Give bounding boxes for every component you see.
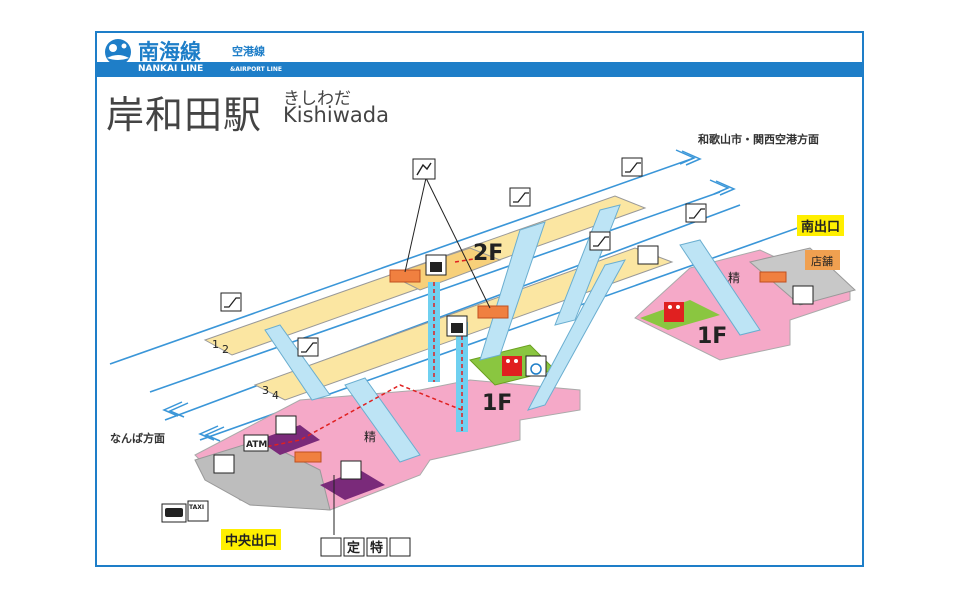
brand-airport-english: &AIRPORT LINE: [230, 66, 282, 73]
transfer-route: [249, 257, 481, 451]
fare-adjust-label: 精: [364, 430, 376, 444]
elevator-icon: [425, 254, 468, 337]
direction-down-label: なんば方面: [110, 432, 165, 445]
brand-subtitle: 空港線: [232, 45, 265, 58]
platform-number-3: 3: [262, 384, 269, 397]
station-name-kana: きしわだ: [283, 89, 351, 109]
direction-arrows: [162, 149, 736, 442]
ticket-office-area: [258, 425, 320, 455]
station-name-romaji: Kishiwada: [283, 103, 389, 127]
elevator-shaft-2: [456, 322, 468, 432]
platform-number-2: 2: [222, 343, 229, 356]
platform-number-4: 4: [272, 389, 279, 402]
taxi-label: TAXI: [189, 504, 204, 511]
nankai-logo-icon: [105, 39, 131, 65]
wheelchair-icon: [525, 355, 547, 377]
exit-center-label: 中央出口: [221, 529, 282, 550]
header-band: [97, 63, 862, 77]
atm-box: [243, 434, 269, 452]
brand-english: NANKAI LINE: [138, 64, 204, 74]
shop-box: [805, 250, 840, 270]
ticket-office-area-2: [320, 470, 385, 500]
floor-label-1f-main: 1F: [482, 391, 512, 416]
ticket-row: [320, 537, 411, 557]
floor-label-2f: 2F: [473, 241, 503, 266]
escalator-glyphs: [224, 162, 705, 353]
direction-up-label: 和歌山市・関西空港方面: [698, 133, 819, 146]
station-name-ja: 岸和田駅: [106, 93, 263, 137]
platform-number-1: 1: [212, 338, 219, 351]
atm-label: ATM: [246, 440, 267, 450]
tokkyu-label: 特: [370, 540, 383, 556]
exit-south-label: 南出口: [797, 215, 845, 236]
fare-adjust-label-south: 精: [728, 271, 740, 285]
escalator-icon: [412, 158, 436, 180]
shop-label: 店舗: [811, 254, 833, 268]
floor-label-1f-south: 1F: [697, 324, 727, 349]
toilet-icon: [502, 302, 684, 376]
plaza-south: [748, 247, 856, 306]
locker-icon: [294, 269, 787, 463]
teiki-label: 定: [346, 540, 360, 556]
bus-icon: [165, 508, 183, 517]
callout-lines: [333, 177, 491, 535]
brand-name: 南海線: [138, 40, 201, 64]
